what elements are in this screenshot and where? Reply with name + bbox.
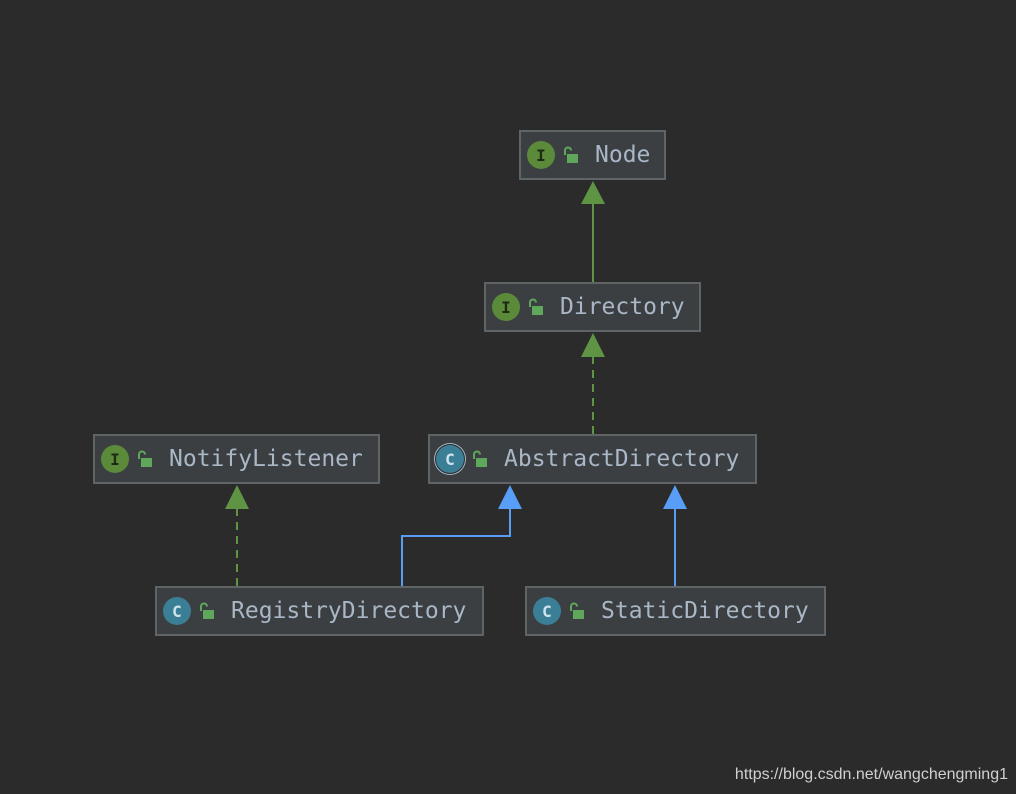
node-node[interactable]: I Node	[519, 130, 666, 180]
node-abstract-directory[interactable]: C AbstractDirectory	[428, 434, 757, 484]
node-label: RegistryDirectory	[231, 598, 467, 624]
interface-icon: I	[101, 445, 129, 473]
open-lock-icon	[564, 146, 578, 163]
node-label: AbstractDirectory	[504, 446, 740, 472]
node-label: NotifyListener	[169, 446, 363, 472]
node-notify-listener[interactable]: I NotifyListener	[93, 434, 380, 484]
node-registry-directory[interactable]: C RegistryDirectory	[155, 586, 484, 636]
edge-registry-directory-notify-listener	[225, 485, 249, 586]
node-label: StaticDirectory	[601, 598, 809, 624]
watermark-url: https://blog.csdn.net/wangchengming1	[734, 766, 1008, 783]
abstract-class-icon: C	[436, 445, 464, 473]
edge-abstract-directory-directory	[581, 333, 605, 434]
node-label: Node	[595, 142, 651, 168]
edge-directory-node	[581, 181, 605, 282]
interface-icon: I	[527, 141, 555, 169]
class-icon: C	[533, 597, 561, 625]
open-lock-icon	[138, 450, 152, 467]
open-lock-icon	[200, 602, 214, 619]
open-lock-icon	[529, 298, 543, 315]
node-directory[interactable]: I Directory	[484, 282, 701, 332]
open-lock-icon	[570, 602, 584, 619]
edge-static-directory-abstract-directory	[663, 485, 687, 586]
node-static-directory[interactable]: C StaticDirectory	[525, 586, 826, 636]
interface-icon: I	[492, 293, 520, 321]
open-lock-icon	[473, 450, 487, 467]
class-icon: C	[163, 597, 191, 625]
node-label: Directory	[560, 294, 685, 320]
edge-registry-directory-abstract-directory	[401, 485, 522, 586]
